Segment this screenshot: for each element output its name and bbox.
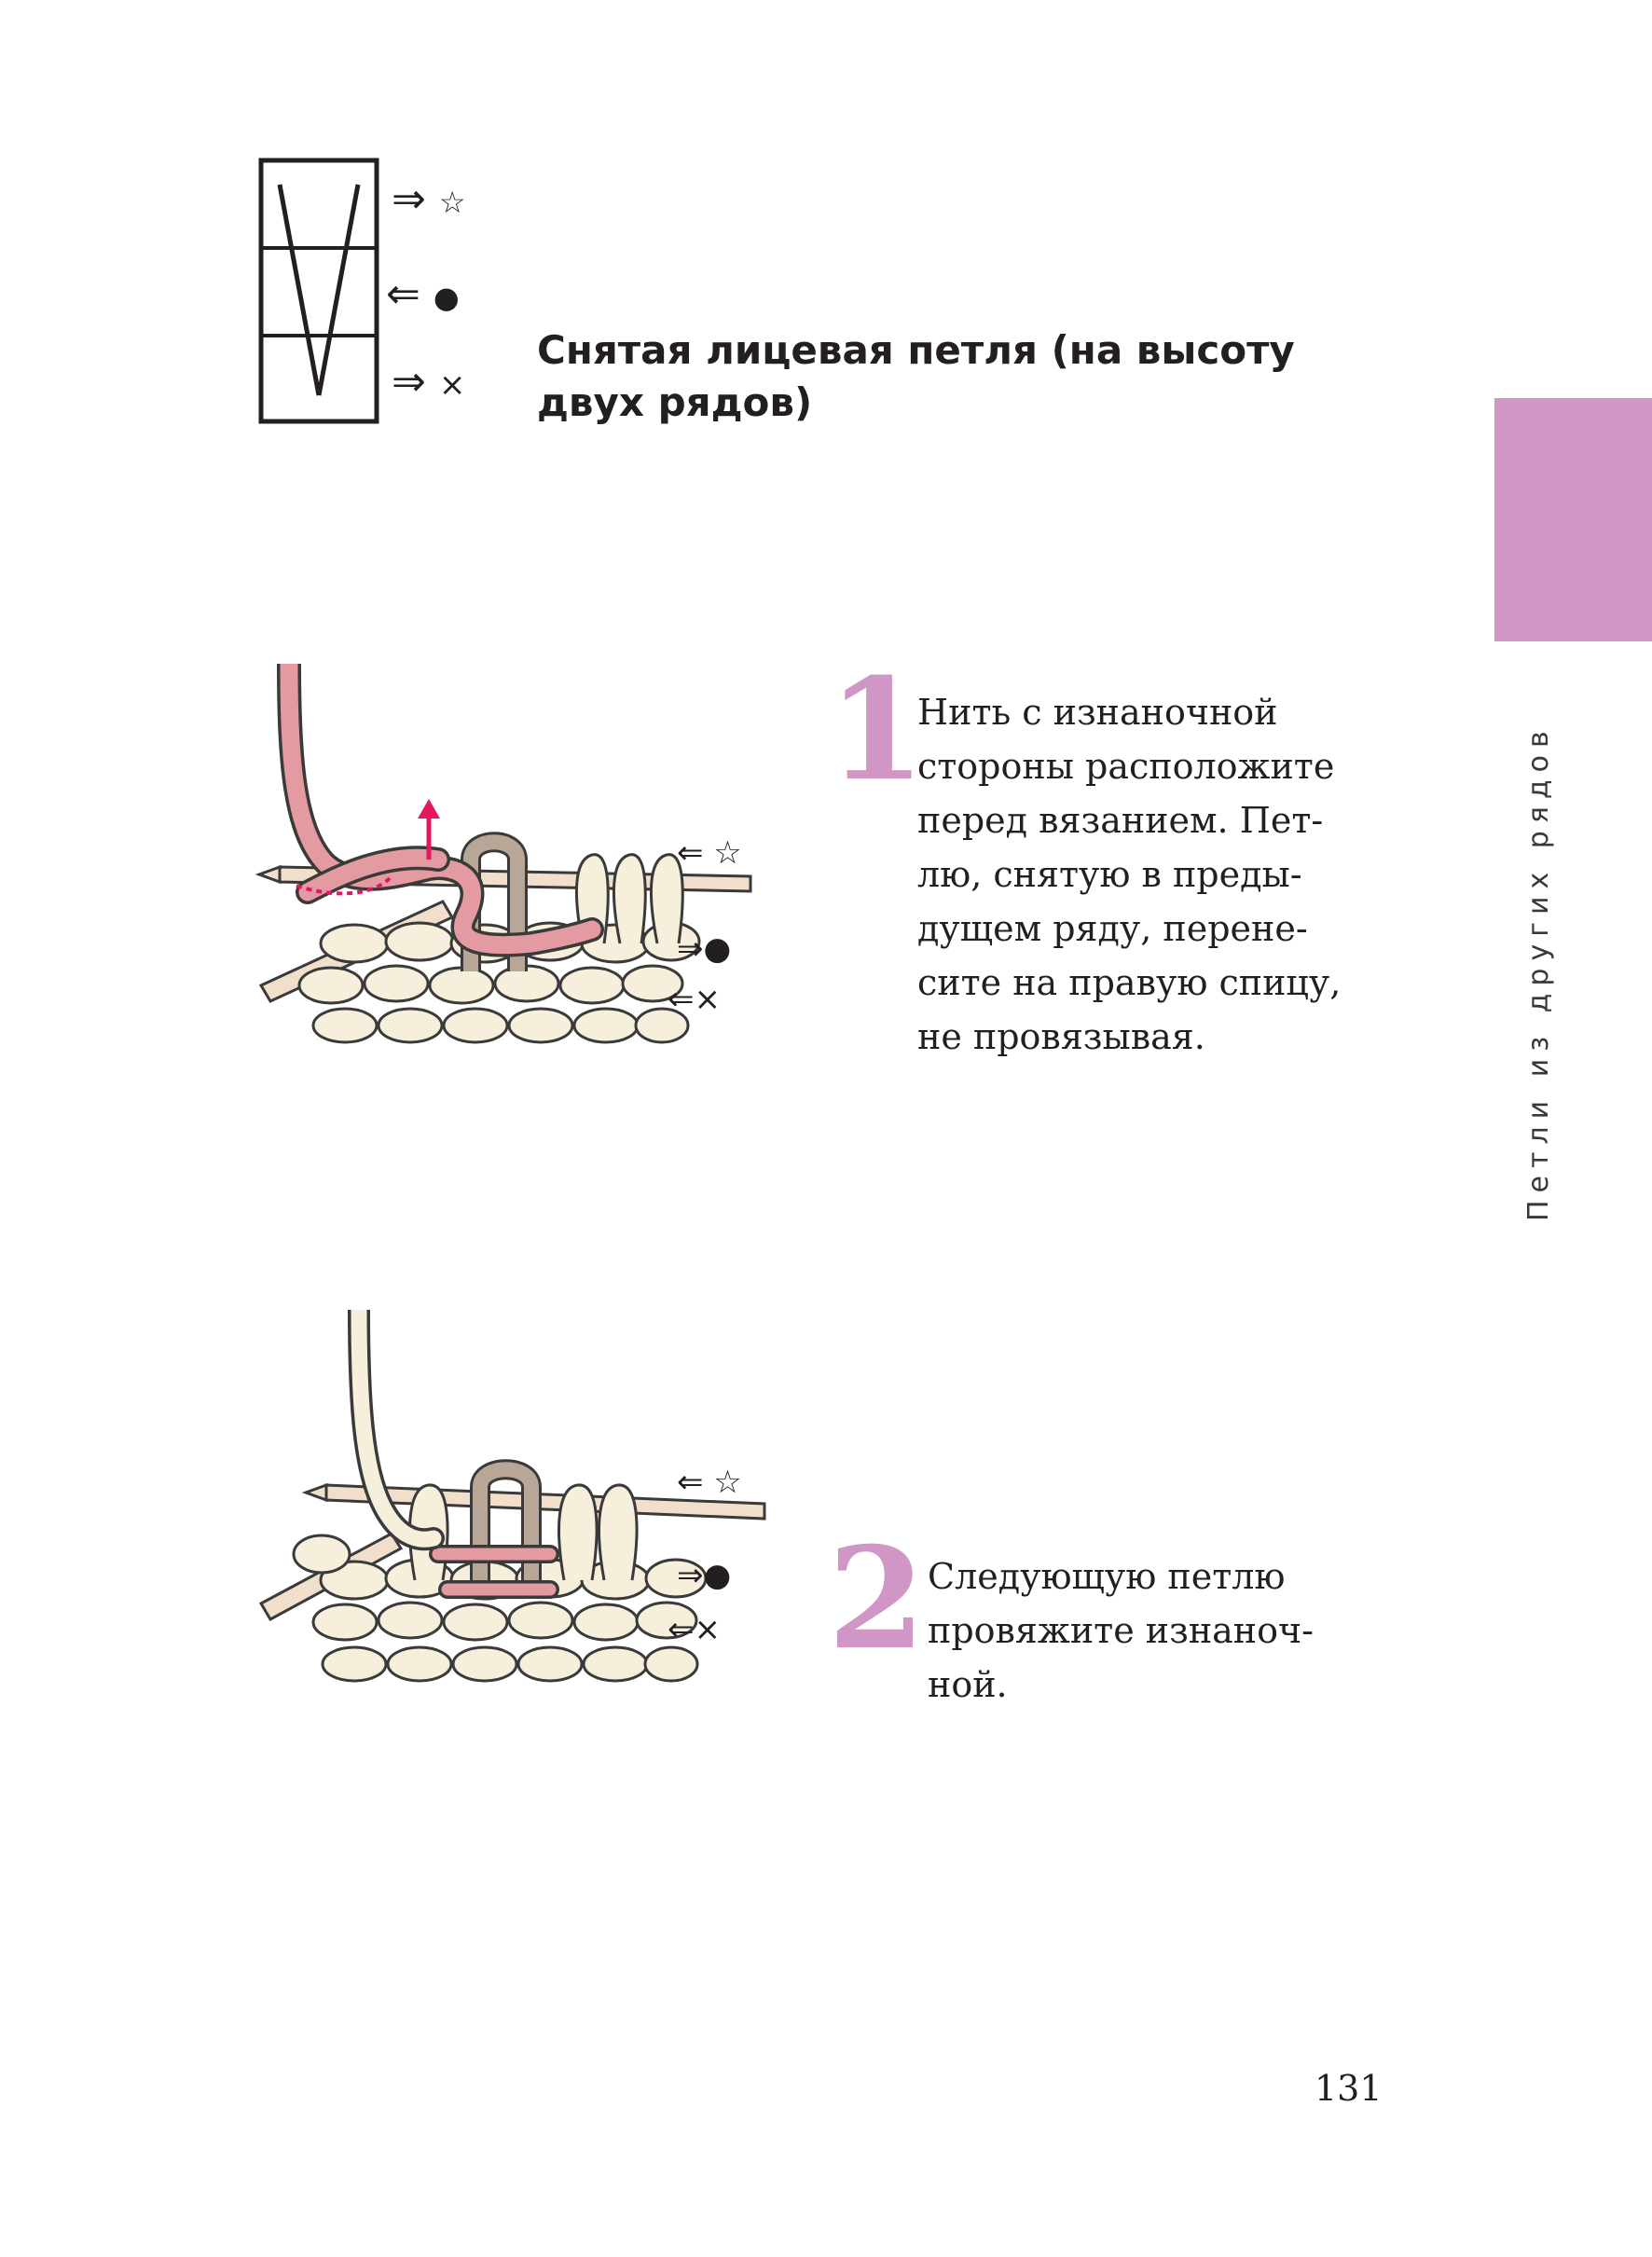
chart-row-arrow: ⇒ × bbox=[392, 358, 465, 406]
arrow-right-icon: ⇒ bbox=[392, 175, 426, 223]
step-1-illustration bbox=[255, 664, 752, 1044]
legend-dot: ⇒● bbox=[677, 1557, 732, 1594]
stitch-symbol-chart bbox=[258, 158, 379, 424]
row-legend: ⇒● bbox=[677, 1557, 731, 1594]
star-icon: ☆ bbox=[438, 185, 466, 220]
step-2-text: Следующую петлю провяжите изнаноч- ной. bbox=[928, 1549, 1314, 1712]
text-line: не провязывая. bbox=[917, 1016, 1205, 1057]
text-line: сите на правую спицу, bbox=[917, 962, 1342, 1003]
text-line: дущем ряду, перене- bbox=[917, 908, 1308, 949]
chart-row-arrow: ⇒ ☆ bbox=[392, 175, 466, 223]
step-number: 1 bbox=[828, 648, 926, 812]
legend-cross: ⇐× bbox=[668, 1611, 721, 1648]
title-line: Снятая лицевая петля (на высоту bbox=[537, 327, 1295, 373]
step-2-illustration bbox=[258, 1310, 766, 1683]
legend-cross: ⇐× bbox=[668, 981, 721, 1018]
chart-row-arrow: ⇐ ● bbox=[386, 270, 460, 318]
row-legend: ⇐× bbox=[668, 981, 721, 1018]
step-1-text: Нить с изнаночной стороны расположите пе… bbox=[917, 685, 1341, 1064]
text-line: Следующую петлю bbox=[928, 1556, 1286, 1597]
text-line: лю, снятую в преды- bbox=[917, 854, 1302, 895]
text-line: провяжите изнаноч- bbox=[928, 1610, 1314, 1651]
text-line: Нить с изнаночной bbox=[917, 692, 1278, 733]
section-tab bbox=[1494, 398, 1652, 641]
row-legend: ⇐ ☆ bbox=[677, 1464, 742, 1501]
dot-icon: ● bbox=[433, 280, 460, 315]
text-line: перед вязанием. Пет- bbox=[917, 800, 1324, 841]
row-legend: ⇐ ☆ bbox=[677, 834, 742, 872]
text-line: ной. bbox=[928, 1664, 1008, 1705]
legend-star: ⇐ ☆ bbox=[677, 1464, 742, 1501]
title-line: двух рядов) bbox=[537, 379, 813, 425]
legend-star: ⇐ ☆ bbox=[677, 834, 742, 872]
page-number: 131 bbox=[1315, 2068, 1383, 2109]
arrow-right-icon: ⇒ bbox=[392, 358, 426, 406]
text-line: стороны расположите bbox=[917, 746, 1335, 787]
row-legend: ⇒● bbox=[677, 930, 731, 968]
cross-icon: × bbox=[438, 366, 466, 404]
page-title: Снятая лицевая петля (на высоту двух ряд… bbox=[537, 324, 1357, 429]
arrow-left-icon: ⇐ bbox=[386, 270, 420, 318]
row-legend: ⇐× bbox=[668, 1611, 721, 1648]
step-number: 2 bbox=[828, 1517, 926, 1681]
section-label: Петли из других рядов bbox=[1522, 723, 1555, 1221]
legend-dot: ⇒● bbox=[677, 930, 732, 968]
